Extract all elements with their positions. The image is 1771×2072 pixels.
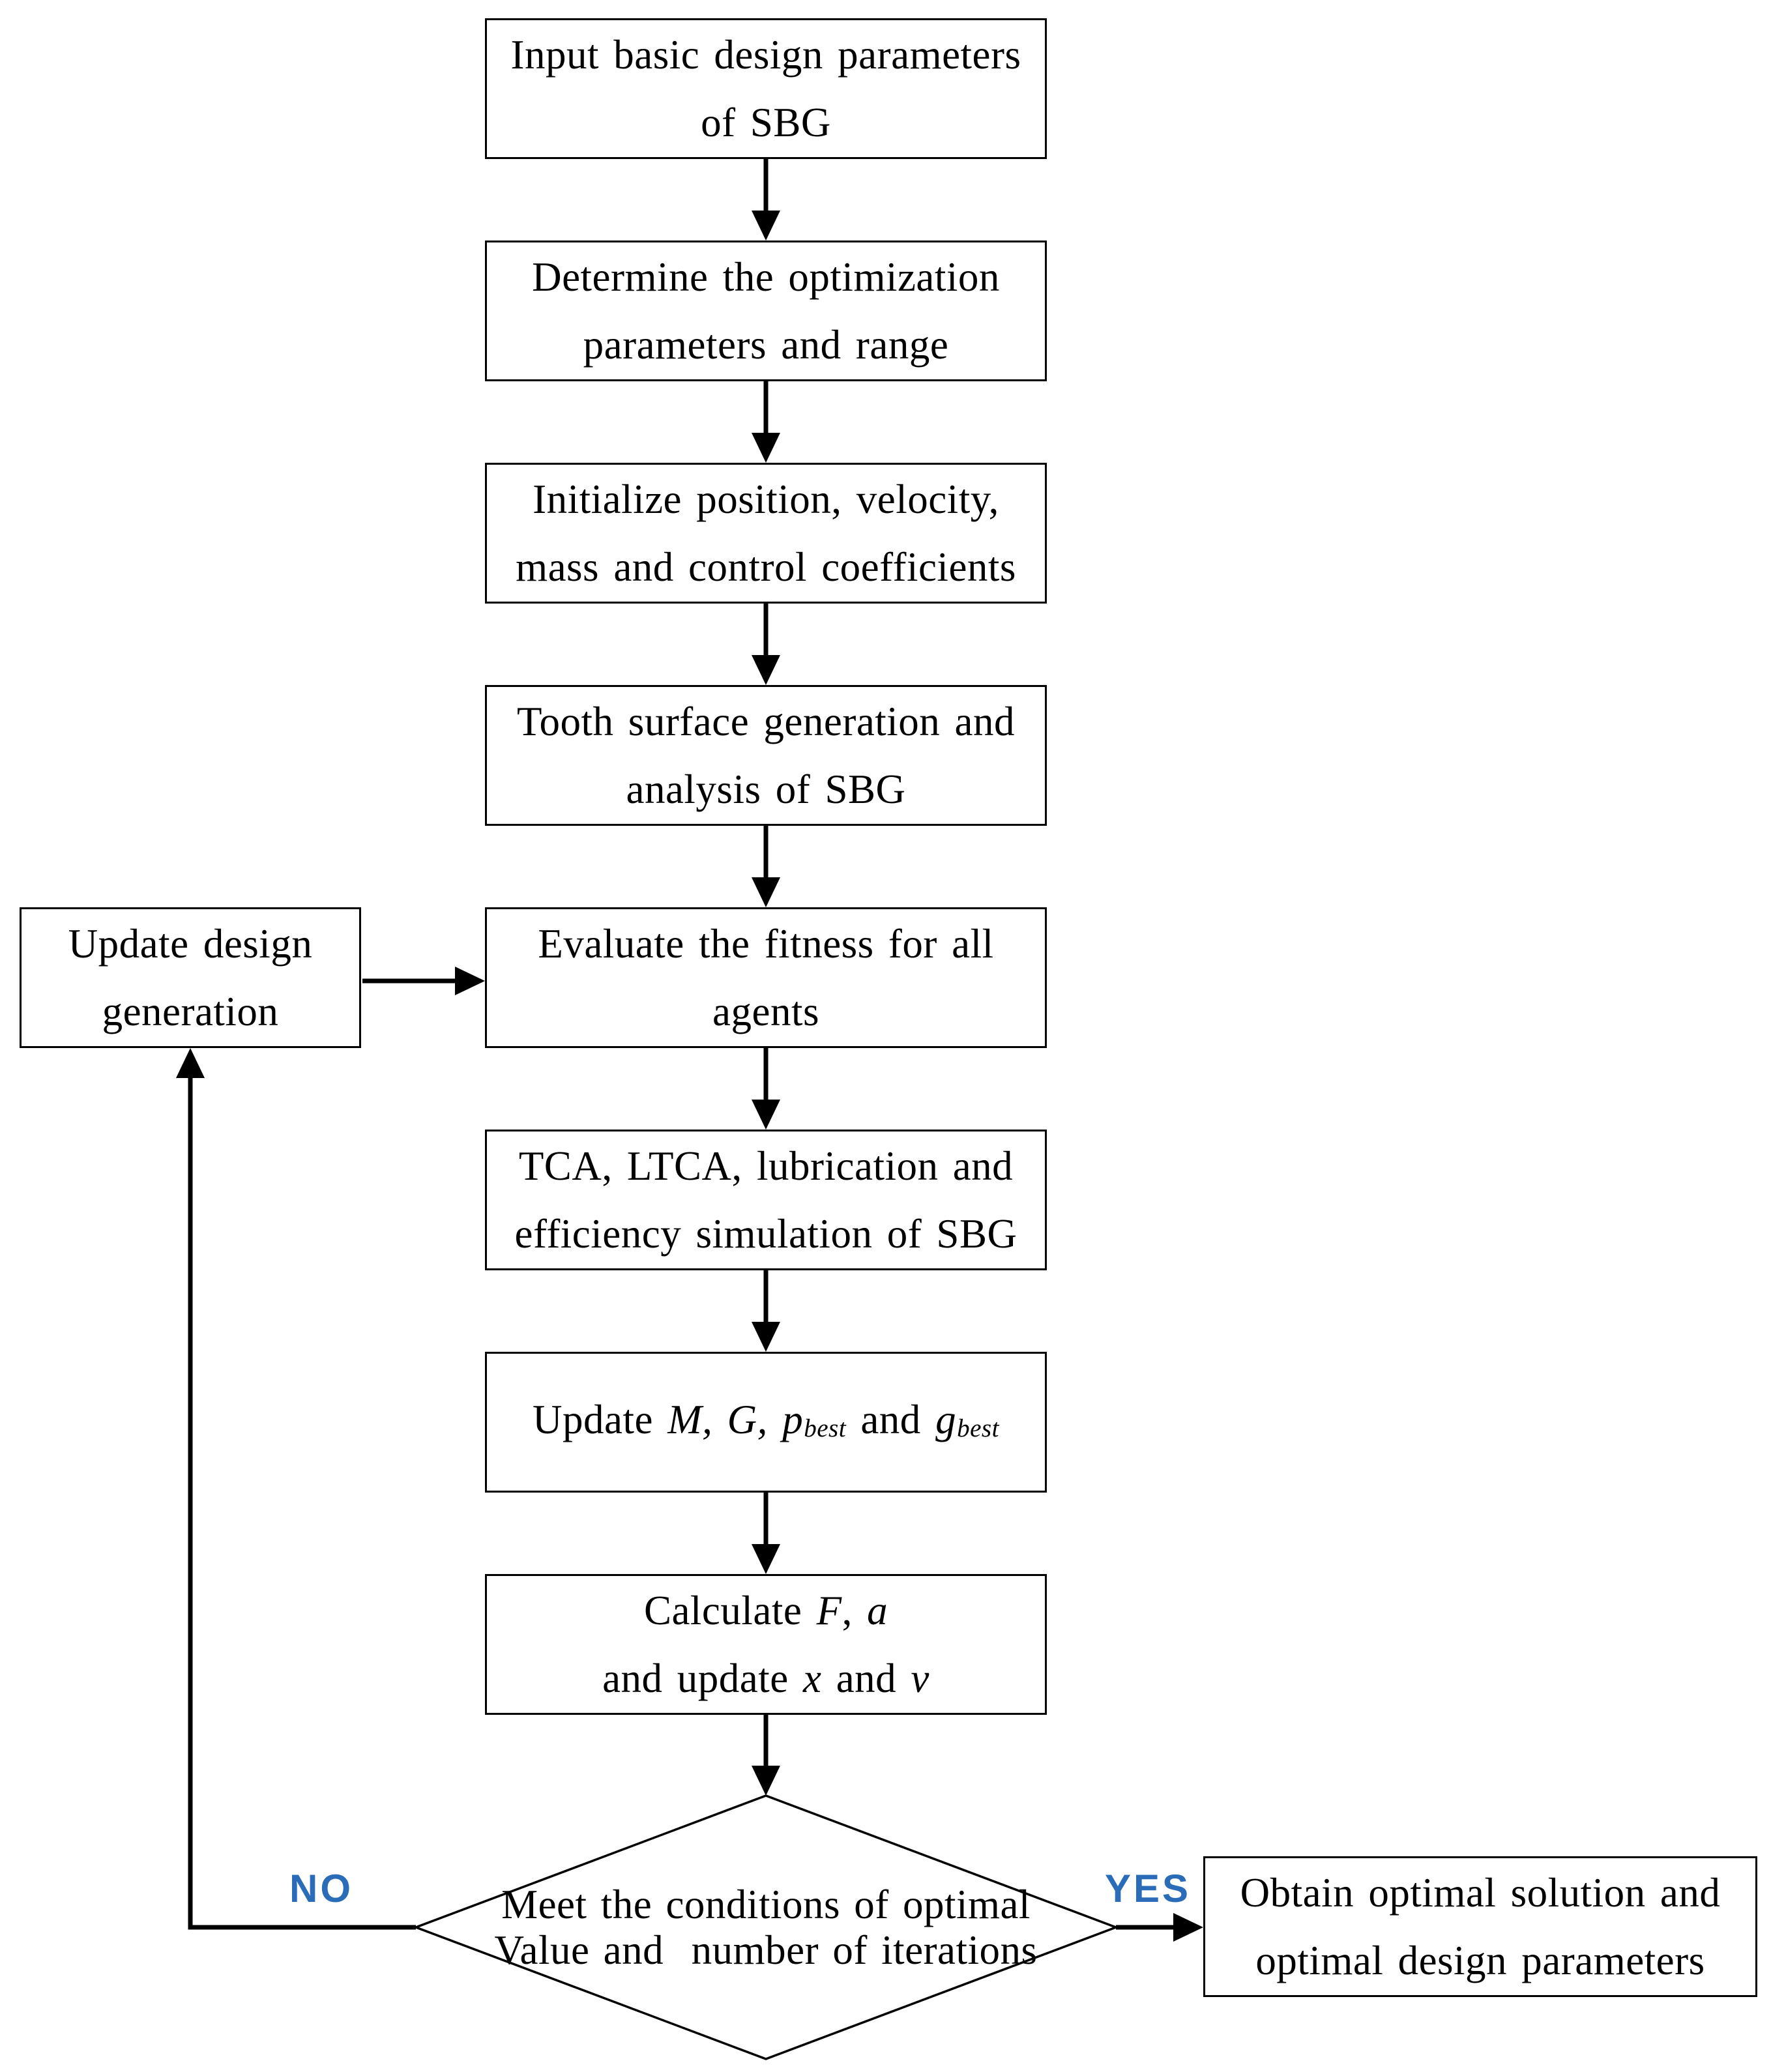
arrow-initialize-to-tooth [752,604,780,685]
flow-box-update-m-g-pbest-gbest: Update M, G, pbest and gbest [485,1352,1047,1493]
arrow-evaluate-to-tca [752,1048,780,1130]
arrow-determine-to-initialize [752,381,780,463]
arrow-update-m-to-calculate [752,1493,780,1574]
decision-line1: Meet the conditions of optimal [501,1882,1031,1927]
arrow-tooth-to-evaluate [752,826,780,907]
flow-box-update-m-line1: Update M, G, pbest and gbest [533,1396,999,1442]
yes-branch-label: YES [1104,1867,1192,1910]
flow-box-obtain-optimal-solution: Obtain optimal solution and optimal desi… [1203,1856,1757,1997]
flow-box-calculate-line2: and update x and v [602,1656,929,1701]
decision-line2: Value and number of iterations [494,1927,1038,1973]
arrow-calculate-to-decision [752,1715,780,1796]
flow-box-tca-simulation: TCA, LTCA, lubrication and efficiency si… [485,1130,1047,1270]
flow-box-update-design-line1: Update design [68,921,313,967]
flow-box-obtain-line2: optimal design parameters [1255,1938,1705,1983]
decision-diamond-text: Meet the conditions of optimal Value and… [437,1882,1094,1973]
flow-box-input-parameters: Input basic design parameters of SBG [485,18,1047,159]
flow-box-determine-line2: parameters and range [583,322,949,368]
flow-box-initialize-line1: Initialize position, velocity, [533,476,999,522]
flow-box-initialize: Initialize position, velocity, mass and … [485,463,1047,604]
flow-box-initialize-line2: mass and control coefficients [516,544,1016,590]
flow-box-tooth-surface: Tooth surface generation and analysis of… [485,685,1047,826]
flow-box-tooth-line1: Tooth surface generation and [516,699,1016,744]
flow-box-obtain-line1: Obtain optimal solution and [1240,1870,1721,1916]
flow-box-evaluate-fitness: Evaluate the fitness for all agents [485,907,1047,1048]
flow-box-evaluate-line2: agents [712,989,819,1034]
decision-diamond [413,1794,1119,2060]
flow-box-determine-parameters: Determine the optimization parameters an… [485,241,1047,381]
flow-box-determine-line1: Determine the optimization [532,254,1000,300]
flow-box-update-design-line2: generation [102,989,279,1034]
flow-box-tooth-line2: analysis of SBG [626,766,906,812]
flow-box-input-line2: of SBG [701,100,831,145]
no-feedback-path [176,1048,416,1930]
flow-box-update-design-generation: Update design generation [20,907,361,1048]
flow-box-input-line1: Input basic design parameters [510,32,1021,78]
arrow-update-design-to-evaluate [362,967,485,995]
flow-box-calculate-f-a: Calculate F, a and update x and v [485,1574,1047,1715]
flow-box-tca-line2: efficiency simulation of SBG [514,1211,1017,1257]
flow-box-tca-line1: TCA, LTCA, lubrication and [518,1143,1014,1189]
no-branch-label: NO [289,1867,353,1910]
arrow-input-to-determine [752,159,780,241]
arrow-tca-to-update-m [752,1270,780,1352]
yes-path [1116,1913,1203,1942]
flow-box-calculate-line1: Calculate F, a [643,1588,888,1633]
flow-box-evaluate-line1: Evaluate the fitness for all [538,921,994,967]
